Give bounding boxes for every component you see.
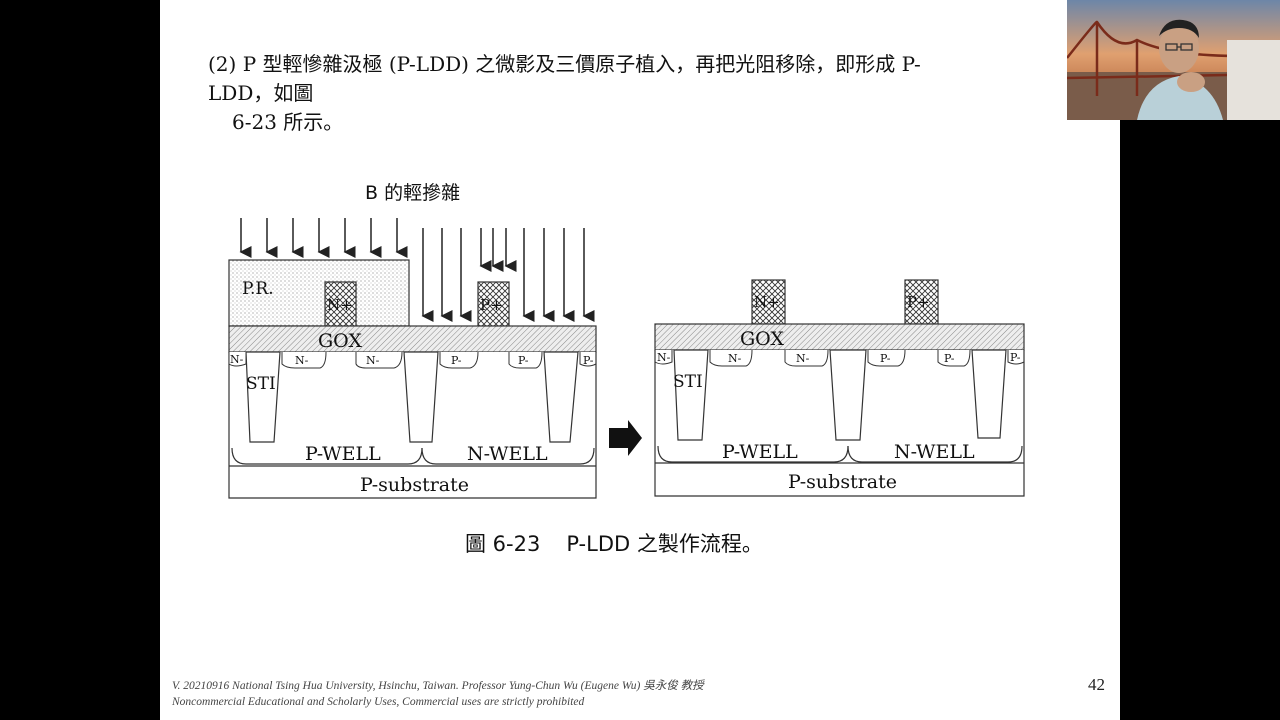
- footer-line-1: V. 20210916 National Tsing Hua Universit…: [172, 680, 704, 692]
- caption-text: P-LDD 之製作流程。: [566, 532, 763, 556]
- process-arrow: [609, 420, 642, 456]
- right-nwell-label: N-WELL: [894, 441, 975, 463]
- slide: (2) P 型輕慘雜汲極 (P-LDD) 之微影及三價原子植入，再把光阻移除，即…: [160, 0, 1120, 720]
- caption-label: 圖 6-23: [465, 532, 541, 556]
- left-substrate-label: P-substrate: [360, 474, 469, 496]
- right-ldd-p-2: P-: [944, 352, 955, 365]
- webcam-video: [1067, 0, 1280, 120]
- footer-line-2: Noncommercial Educational and Scholarly …: [172, 696, 585, 708]
- paragraph-line-3: 6-23 所示。: [232, 110, 344, 134]
- right-pwell-label: P-WELL: [722, 441, 798, 463]
- paragraph-line-2: LDD，如圖: [208, 81, 314, 105]
- implant-title: B 的輕摻雜: [365, 182, 460, 204]
- figure-caption: 圖 6-23 P-LDD 之製作流程。: [465, 528, 763, 558]
- left-nwell-label: N-WELL: [467, 443, 548, 465]
- right-ldd-n-2: N-: [728, 352, 742, 365]
- right-ldd-p-3: P-: [1010, 351, 1021, 364]
- right-ldd-n-3: N-: [796, 352, 810, 365]
- right-substrate-label: P-substrate: [788, 471, 897, 493]
- slide-footer: V. 20210916 National Tsing Hua Universit…: [172, 678, 704, 710]
- pr-label: P.R.: [242, 279, 274, 299]
- left-gox-label: GOX: [318, 330, 362, 352]
- left-ldd-n-2: N-: [295, 354, 309, 367]
- right-ldd-n-1: N-: [657, 351, 671, 364]
- left-ldd-p-2: P-: [518, 354, 529, 367]
- left-ldd-n-3: N-: [366, 354, 380, 367]
- left-gate-n-label: N+: [327, 296, 353, 314]
- page-number: 42: [1088, 675, 1105, 694]
- right-ldd-p-1: P-: [880, 352, 891, 365]
- left-ldd-n-1: N-: [230, 353, 244, 366]
- left-ldd-p-3: P-: [583, 354, 594, 367]
- left-ldd-p-1: P-: [451, 354, 462, 367]
- left-pwell-label: P-WELL: [305, 443, 381, 465]
- left-cross-section: P.R. N+ P+ GOX P-WELL N-WELL P-substrate…: [228, 259, 597, 499]
- body-paragraph: (2) P 型輕慘雜汲極 (P-LDD) 之微影及三價原子植入，再把光阻移除，即…: [208, 50, 1048, 137]
- implant-arrows: [239, 218, 595, 322]
- paragraph-line-1: (2) P 型輕慘雜汲極 (P-LDD) 之微影及三價原子植入，再把光阻移除，即…: [208, 52, 921, 76]
- right-gox-label: GOX: [740, 328, 784, 350]
- right-cross-section: N+ P+ GOX P-WELL N-WELL P-substrate STI …: [654, 279, 1025, 497]
- right-gate-n-label: N+: [754, 293, 780, 311]
- right-gate-p-label: P+: [907, 293, 930, 311]
- right-sti-label: STI: [673, 372, 703, 392]
- left-sti-label: STI: [246, 374, 276, 394]
- left-gate-p-label: P+: [480, 296, 503, 314]
- p-ldd-process-figure: B 的輕摻雜 P.R. N+: [228, 182, 1025, 499]
